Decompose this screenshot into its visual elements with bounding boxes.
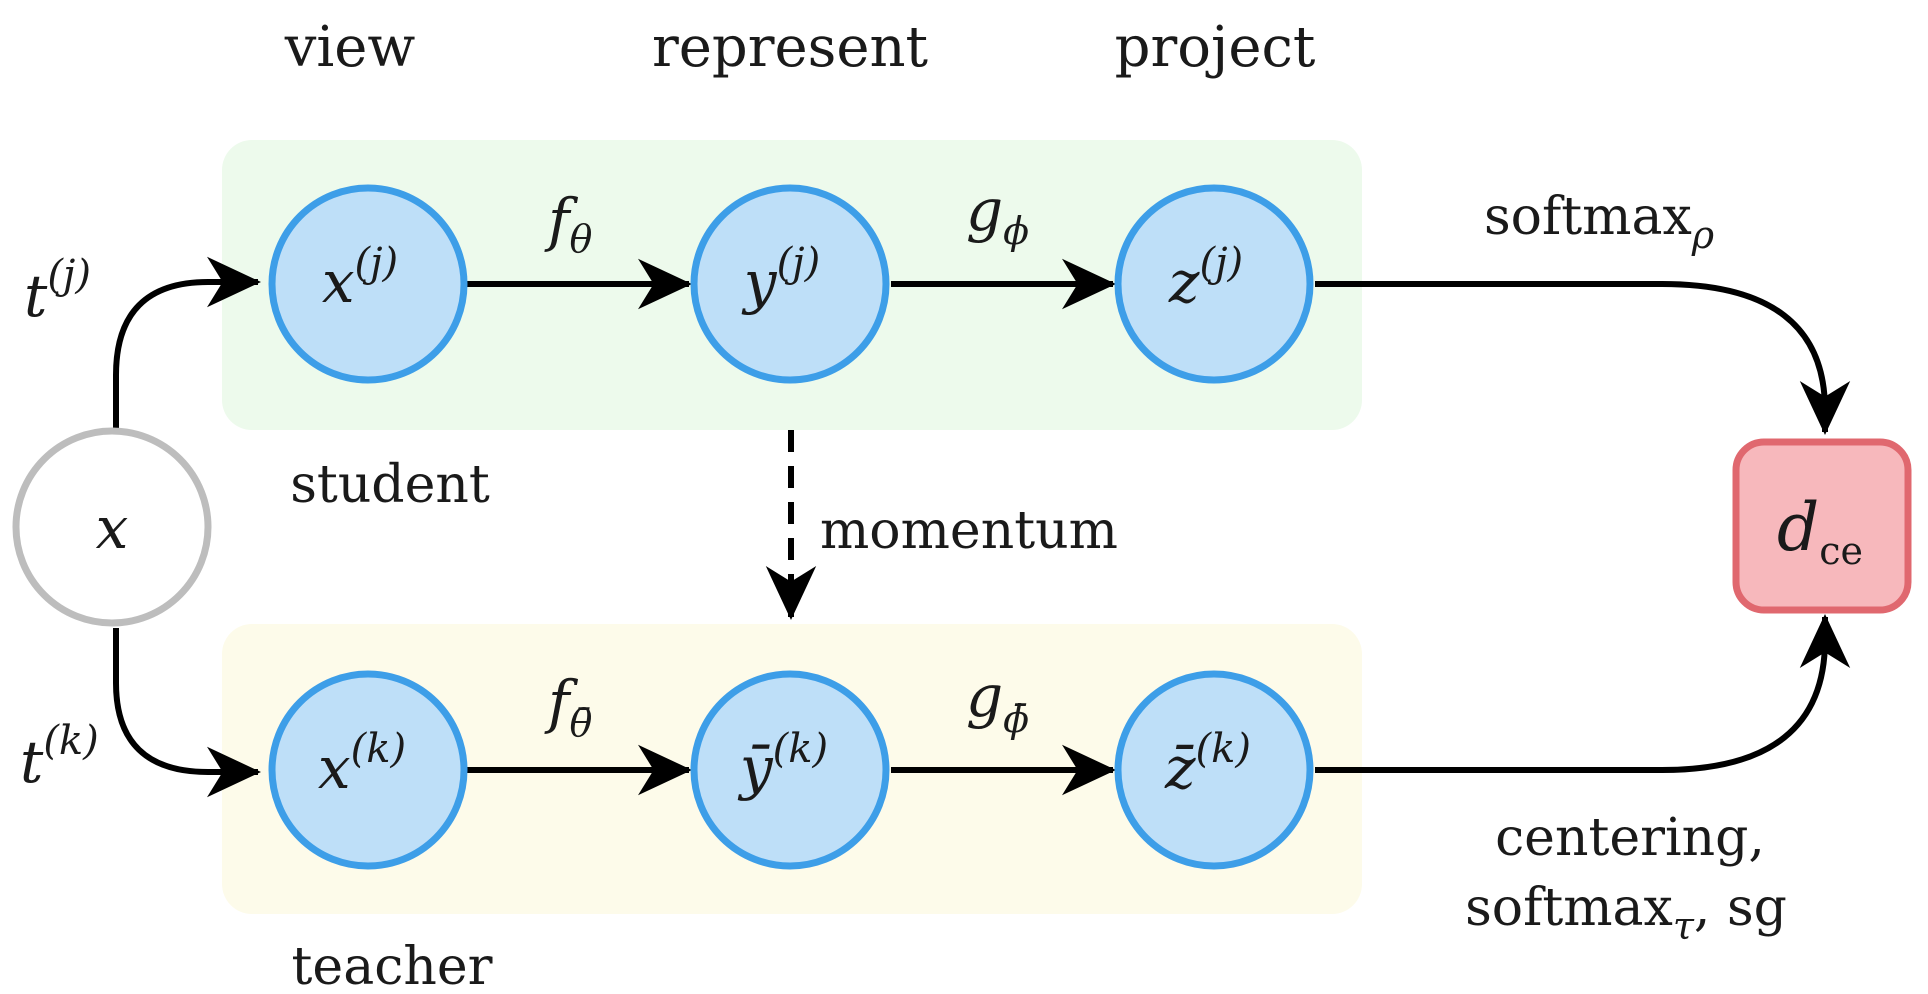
header-represent: represent: [652, 15, 929, 80]
edge-zj-to-loss: [1315, 281, 1851, 435]
node-yj-label: y(j): [741, 240, 820, 316]
edge-x-to-xk: [113, 628, 261, 798]
header-project: project: [1115, 15, 1316, 80]
edge-zk-to-loss: [1315, 614, 1851, 773]
node-x: [12, 427, 212, 627]
node-yk-label: ȳ(k): [737, 726, 828, 802]
node-dce: [1732, 438, 1912, 614]
label-softmax-tau-sg: softmaxτ, sg: [1465, 878, 1787, 948]
label-g-phi: gϕ: [966, 176, 1029, 253]
node-xj-label: x(j): [322, 240, 398, 316]
node-x-label: x: [96, 494, 129, 562]
node-xk-label: x(k): [318, 726, 406, 802]
node-yk: [690, 670, 890, 870]
label-teacher: teacher: [292, 937, 493, 994]
label-softmax-rho: softmaxρ: [1484, 187, 1715, 257]
node-dce-label: dce: [1777, 489, 1863, 573]
header-view: view: [284, 15, 416, 80]
node-zk: [1114, 670, 1314, 870]
label-momentum: momentum: [820, 501, 1118, 561]
label-student: student: [290, 455, 490, 515]
label-tj: t(j): [24, 252, 91, 330]
label-centering: centering,: [1495, 808, 1765, 868]
label-g-phi-bar: gϕ̄: [966, 662, 1029, 741]
node-zk-label: z̄(k): [1164, 726, 1251, 802]
node-xj: [268, 184, 468, 384]
node-xk: [268, 670, 468, 870]
edge-x-to-xj: [113, 256, 261, 428]
node-yj: [690, 184, 890, 384]
label-tk: t(k): [20, 718, 99, 796]
node-zj-label: z(j): [1168, 240, 1243, 316]
node-zj: [1114, 184, 1314, 384]
